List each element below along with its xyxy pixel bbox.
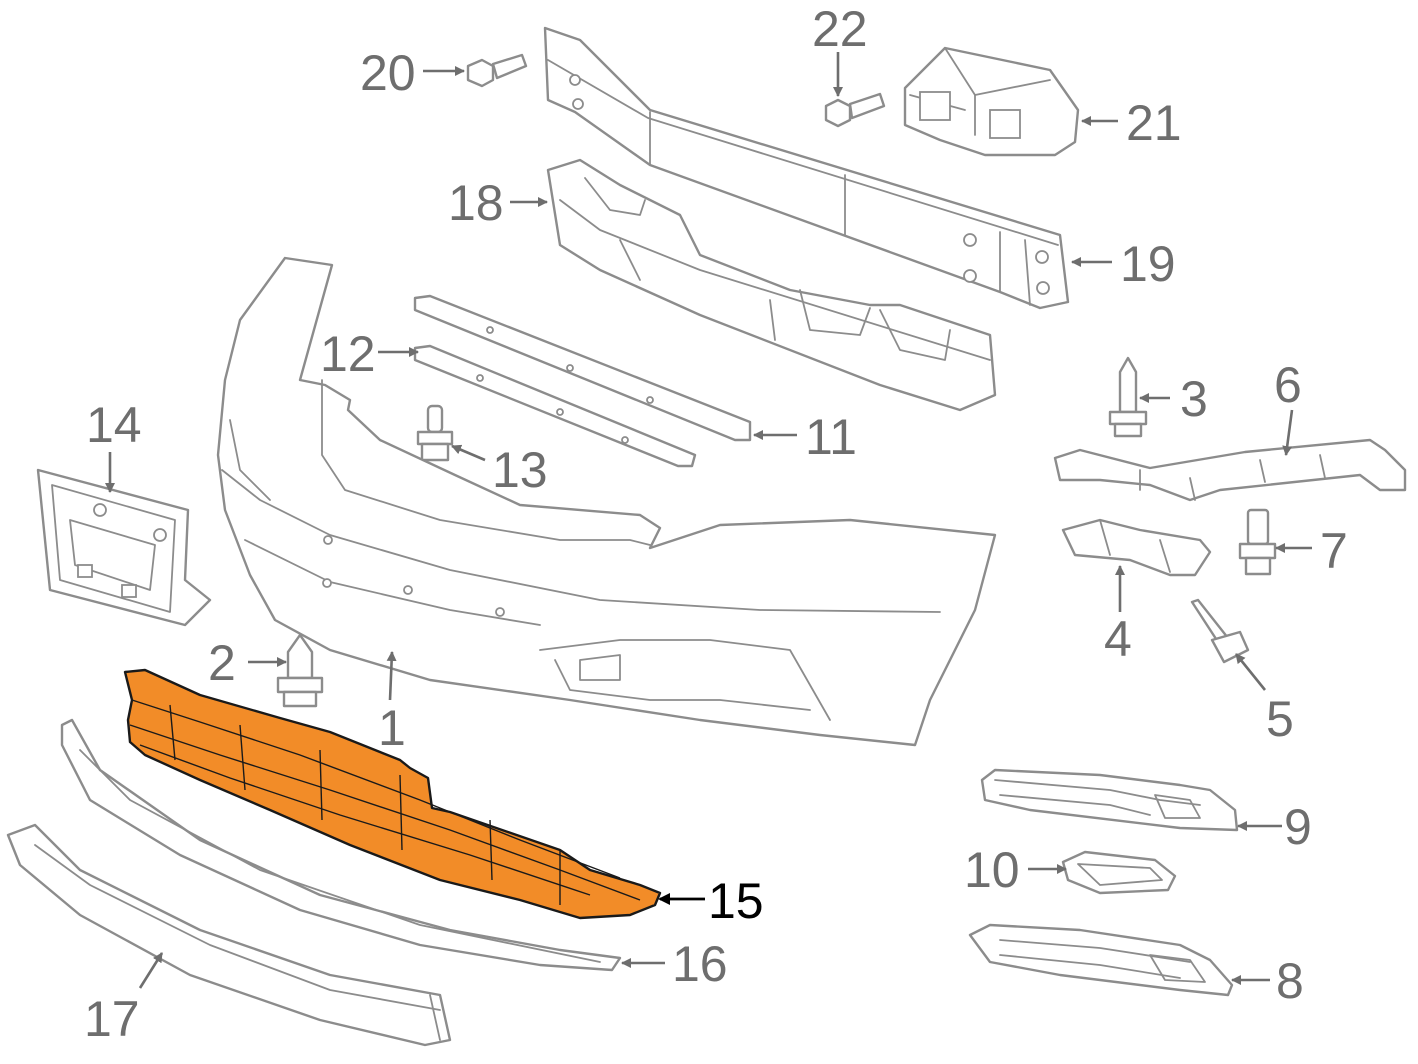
leader-arrows — [105, 52, 1312, 989]
callout-3: 3 — [1180, 371, 1208, 427]
part-reinforcement-beam[interactable] — [543, 26, 1070, 310]
callout-8: 8 — [1276, 953, 1304, 1009]
part-bolt-22[interactable] — [824, 92, 886, 128]
callout-10: 10 — [964, 842, 1020, 898]
callout-15: 15 — [708, 873, 764, 929]
part-upper-retainer-strips[interactable] — [413, 294, 752, 468]
callout-21: 21 — [1126, 95, 1182, 151]
part-side-bracket[interactable] — [1053, 438, 1407, 502]
part-bottom-molding[interactable] — [6, 823, 452, 1047]
callout-13: 13 — [492, 442, 548, 498]
callout-12: 12 — [320, 326, 376, 382]
part-fog-bezel-8[interactable] — [968, 923, 1234, 997]
part-energy-absorber[interactable] — [546, 158, 997, 412]
callout-11: 11 — [805, 409, 857, 465]
callout-9: 9 — [1284, 799, 1312, 855]
part-fog-cover-10[interactable] — [1061, 850, 1177, 895]
part-screw-5[interactable] — [1190, 598, 1250, 664]
part-small-bracket[interactable] — [1061, 518, 1212, 577]
part-fog-bezel-9[interactable] — [980, 768, 1239, 832]
callout-1: 1 — [378, 700, 406, 756]
callout-14: 14 — [86, 397, 142, 453]
part-nut-7[interactable] — [1238, 508, 1277, 576]
callout-4: 4 — [1104, 611, 1132, 667]
part-bumper-cover[interactable] — [216, 256, 997, 747]
callout-17: 17 — [84, 991, 140, 1047]
callout-20: 20 — [360, 45, 416, 101]
part-lower-grille-highlighted[interactable] — [123, 668, 662, 920]
part-bolt-20[interactable] — [466, 53, 528, 88]
callout-18: 18 — [448, 175, 504, 231]
part-bumper-bracket[interactable] — [903, 46, 1080, 157]
callout-22: 22 — [812, 1, 868, 57]
part-screw-3[interactable] — [1108, 356, 1148, 438]
callout-16: 16 — [672, 936, 728, 992]
callout-labels: 20 22 21 18 19 12 11 13 14 3 6 7 4 5 2 1… — [84, 1, 1348, 1047]
part-clip-2[interactable] — [276, 633, 324, 708]
part-license-plate-bracket[interactable] — [36, 468, 212, 627]
callout-2: 2 — [208, 635, 236, 691]
callout-6: 6 — [1274, 357, 1302, 413]
callout-19: 19 — [1120, 236, 1176, 292]
part-lower-spoiler[interactable] — [60, 718, 622, 972]
callout-5: 5 — [1266, 691, 1294, 747]
callout-7: 7 — [1320, 523, 1348, 579]
part-clip-13[interactable] — [416, 404, 454, 462]
